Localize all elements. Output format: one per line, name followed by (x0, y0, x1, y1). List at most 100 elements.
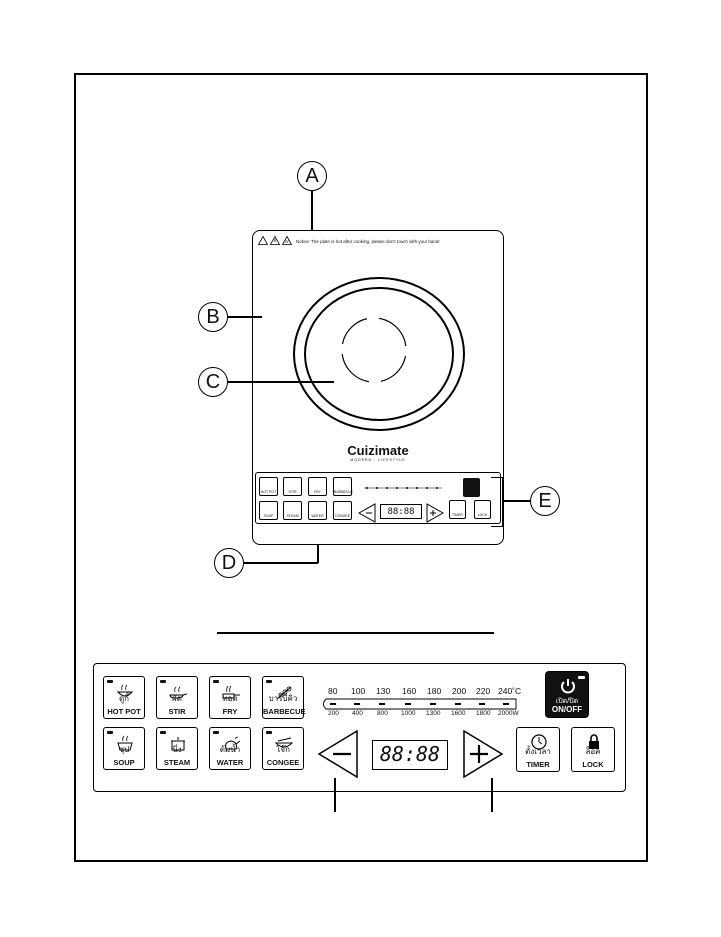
power-label: 1000 (401, 710, 416, 717)
callout-a: A (297, 161, 327, 191)
control-panel-detail (93, 663, 626, 792)
fry-icon (222, 685, 240, 699)
thai-label: บาร์บีคิว (268, 694, 298, 703)
mini-timer-button[interactable]: TIMER (449, 500, 466, 519)
thai-label: ดูกี้ (118, 694, 130, 703)
minus-button[interactable] (318, 730, 358, 778)
minus-leader-line (334, 778, 336, 812)
power-english-label: ON/OFF (551, 705, 583, 714)
english-label: HOT POT (107, 707, 141, 716)
mini-lock-button[interactable]: LOCK (474, 500, 491, 519)
section-divider (217, 632, 494, 634)
mini-minus-button[interactable] (358, 503, 376, 523)
plus-button[interactable] (463, 730, 503, 778)
mini-function-grid: HOT POT STIR FRY BARBECUE SOUP STEAM WAT… (259, 477, 359, 521)
indicator-led (213, 680, 219, 683)
mini-level-scale (364, 487, 442, 489)
mini-label: BARBECUE (334, 490, 354, 494)
english-label: STEAM (163, 758, 191, 767)
level-indicator-bar (323, 698, 517, 710)
lock-icon (589, 734, 599, 749)
stir-button[interactable]: ผัด STIR (156, 676, 198, 719)
mini-label: WATER (311, 514, 324, 518)
thai-label: ล็อค (585, 747, 601, 756)
mini-water-button[interactable]: WATER (308, 501, 327, 520)
timer-button[interactable]: ตั้งเวลา TIMER (516, 727, 560, 772)
barbecue-button[interactable]: บาร์บีคิว BARBECUE (262, 676, 306, 719)
time-display: 88:88 (372, 740, 448, 770)
mini-fry-button[interactable]: FRY (308, 477, 327, 496)
heating-coil-marker (340, 316, 408, 383)
indicator-led (266, 731, 272, 734)
thai-label: ผัด (172, 694, 182, 703)
mini-power-button[interactable] (463, 478, 480, 497)
mini-plus-button[interactable] (426, 503, 444, 523)
thai-label: นึ่ง (172, 745, 182, 754)
level-scale: 80 100 130 160 180 200 220 240˚C (320, 686, 521, 718)
mini-label: LOCK (477, 513, 488, 517)
power-label: 1300 (426, 710, 441, 717)
leader-line-a (311, 191, 313, 231)
cooking-zone-outer-ring (293, 277, 465, 431)
thai-label: โจ๊ก (276, 745, 290, 754)
warning-icons (258, 236, 294, 245)
lock-button[interactable]: ล็อค LOCK (571, 727, 615, 772)
congee-icon (275, 737, 293, 748)
english-label: TIMER (526, 760, 550, 769)
indicator-led (213, 731, 219, 734)
mini-display: 88:88 (380, 504, 422, 519)
mini-barbecue-button[interactable]: BARBECUE (333, 477, 354, 496)
stir-icon (169, 686, 187, 699)
steam-button[interactable]: นึ่ง STEAM (156, 727, 198, 770)
english-label: SOUP (113, 758, 135, 767)
temp-label: 180 (427, 686, 442, 696)
mini-stir-button[interactable]: STIR (283, 477, 302, 496)
indicator-led (160, 680, 166, 683)
power-label: 2000W (498, 710, 519, 717)
fry-button[interactable]: ทอด FRY (209, 676, 251, 719)
indicator-led (266, 680, 272, 683)
power-thai-label: เปิด/ปิด (555, 698, 579, 705)
mini-label: CONGEE (334, 514, 351, 518)
mini-hot-pot-button[interactable]: HOT POT (259, 477, 278, 496)
english-label: LOCK (582, 760, 604, 769)
power-label: 800 (377, 710, 388, 717)
thai-label: ซุป (118, 745, 130, 754)
power-label: 1800 (476, 710, 491, 717)
mini-label: SOUP (263, 514, 274, 518)
mini-steam-button[interactable]: STEAM (283, 501, 302, 520)
barbecue-icon (276, 686, 292, 700)
callout-d: D (214, 548, 244, 578)
hot-pot-button[interactable]: ดูกี้ HOT POT (103, 676, 145, 719)
english-label: WATER (216, 758, 244, 767)
hot-surface-icon (282, 236, 292, 245)
temp-label: 200 (452, 686, 467, 696)
indicator-led (578, 676, 585, 679)
warning-text: Notice: The plate is hot after cooking, … (296, 239, 440, 244)
brand-logo: Cuizimate (347, 443, 409, 458)
warning-icon (270, 236, 280, 245)
mini-label: STEAM (286, 514, 299, 518)
power-button[interactable]: เปิด/ปิด ON/OFF (545, 671, 589, 718)
congee-button[interactable]: โจ๊ก CONGEE (262, 727, 304, 770)
callout-b: B (198, 302, 228, 332)
cooking-zone-inner-ring (304, 287, 454, 421)
power-label: 1600 (451, 710, 466, 717)
english-label: BARBECUE (263, 707, 306, 716)
english-label: STIR (168, 707, 186, 716)
callout-c: C (198, 367, 228, 397)
indicator-led (160, 731, 166, 734)
mini-congee-button[interactable]: CONGEE (333, 501, 352, 520)
soup-button[interactable]: ซุป SOUP (103, 727, 145, 770)
kettle-icon (225, 736, 240, 750)
power-label: 400 (352, 710, 363, 717)
temp-label: 130 (376, 686, 391, 696)
mini-label: STIR (288, 490, 297, 494)
water-button[interactable]: ต้มน้ำ WATER (209, 727, 251, 770)
caution-icon (258, 236, 268, 245)
plus-icon (470, 745, 488, 763)
cooker-control-panel (255, 472, 501, 524)
temp-label: 160 (402, 686, 417, 696)
mini-soup-button[interactable]: SOUP (259, 501, 278, 520)
leader-line-c (228, 381, 334, 383)
